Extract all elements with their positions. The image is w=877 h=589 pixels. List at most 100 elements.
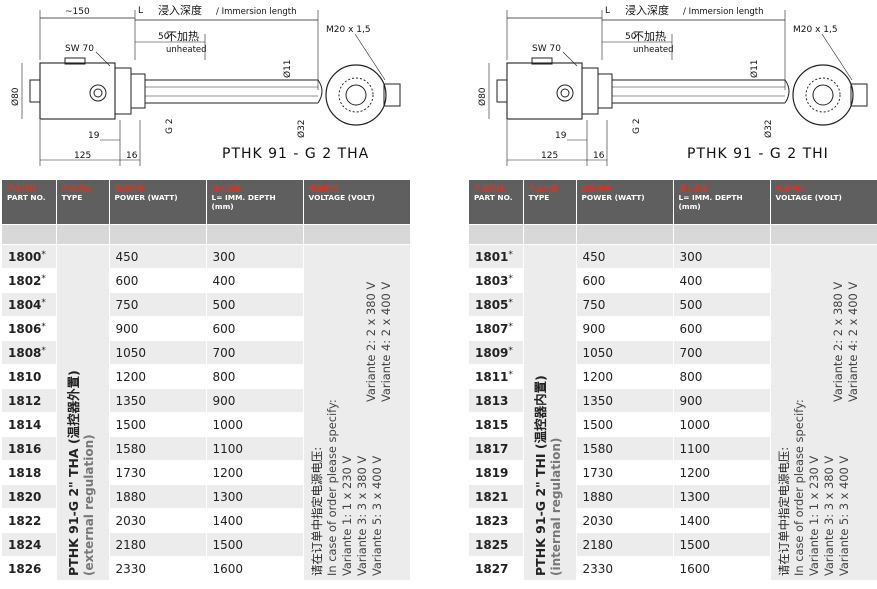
d80-label: Ø80 <box>10 87 21 106</box>
depth-cell: 800 <box>206 364 304 389</box>
part-number: 1817 <box>475 441 509 456</box>
band-cell <box>109 224 207 245</box>
part-number-cell: 1825 <box>469 532 524 557</box>
voltage-line: Variante 2: 2 x 380 V <box>830 281 845 402</box>
voltage-line: Variante 4: 2 x 400 V <box>378 281 393 402</box>
voltage-line: Variante 2: 2 x 380 V <box>363 281 378 402</box>
dim-19: 19 <box>88 131 100 141</box>
dim-l: L <box>605 6 610 16</box>
part-number: 1802 <box>8 273 42 288</box>
depth-cell: 1200 <box>673 460 771 485</box>
part-number: 1803 <box>475 273 509 288</box>
depth-cell: 500 <box>673 292 771 317</box>
part-number-cell: 1826 <box>2 556 57 580</box>
depth-cell: 1400 <box>673 508 771 533</box>
depth-cell: 300 <box>673 244 771 269</box>
power-cell: 900 <box>109 316 207 341</box>
part-number: 1822 <box>8 513 42 528</box>
depth-cell: 1300 <box>673 484 771 509</box>
part-number: 1815 <box>475 417 509 432</box>
stock-asterisk: * <box>508 249 513 260</box>
part-number: 1813 <box>475 393 509 408</box>
dim-l: L <box>138 6 143 16</box>
part-number: 1806 <box>8 321 42 336</box>
dim-50: 50 <box>625 32 637 42</box>
part-number-cell: 1811* <box>469 364 524 389</box>
power-cell: 600 <box>576 268 674 293</box>
part-number-cell: 1809* <box>469 340 524 365</box>
part-number-cell: 1808* <box>2 340 57 365</box>
power-cell: 1200 <box>576 364 674 389</box>
heater-spec-panel-thi: L 浸入深度 / Immersion length SW 70 50 不加热 u… <box>467 0 877 589</box>
stock-asterisk: * <box>508 297 513 308</box>
power-cell: 1050 <box>109 340 207 365</box>
dim-150: ~150 <box>65 7 90 17</box>
band-cell <box>56 224 110 245</box>
voltage-line: In case of order please specify: <box>791 399 806 576</box>
dim-125: 125 <box>541 151 558 161</box>
unheated-en: unheated <box>166 45 207 55</box>
stock-asterisk: * <box>41 321 46 332</box>
part-number: 1818 <box>8 465 42 480</box>
depth-cell: 1400 <box>206 508 304 533</box>
part-number-cell: 1804* <box>2 292 57 317</box>
power-cell: 2030 <box>109 508 207 533</box>
part-number-cell: 1818 <box>2 460 57 485</box>
band-cell <box>770 224 877 245</box>
immersion-en: / Immersion length <box>683 7 764 17</box>
power-cell: 1350 <box>109 388 207 413</box>
m20-label: M20 x 1,5 <box>793 25 838 35</box>
power-cell: 2330 <box>109 556 207 580</box>
d32-label: Ø32 <box>763 119 774 138</box>
part-number-cell: 1816 <box>2 436 57 461</box>
power-cell: 1500 <box>576 412 674 437</box>
part-number: 1811 <box>475 369 509 384</box>
voltage-line: 请在订单中指定电源电压: <box>776 446 791 576</box>
part-number-cell: 1822 <box>2 508 57 533</box>
model-title: PTHK 91 - G 2 THI <box>687 146 829 162</box>
depth-cell: 1100 <box>673 436 771 461</box>
power-cell: 450 <box>109 244 207 269</box>
header-band <box>2 224 411 245</box>
power-cell: 1880 <box>109 484 207 509</box>
part-number-cell: 1827 <box>469 556 524 580</box>
part-number: 1826 <box>8 561 42 576</box>
part-number: 1805 <box>475 297 509 312</box>
part-number-cell: 1803* <box>469 268 524 293</box>
part-number-cell: 1810 <box>2 364 57 389</box>
depth-cell: 900 <box>673 388 771 413</box>
power-cell: 1200 <box>109 364 207 389</box>
depth-cell: 400 <box>206 268 304 293</box>
power-cell: 900 <box>576 316 674 341</box>
band-cell <box>523 224 577 245</box>
stock-asterisk: * <box>41 249 46 260</box>
part-number: 1801 <box>475 249 509 264</box>
g2-label: G 2 <box>632 118 642 134</box>
voltage-cell: 请在订单中指定电源电压:In case of order please spec… <box>770 244 877 580</box>
type-cell: PTHK 91-G 2" THA (温控器外置)(external regula… <box>56 244 110 580</box>
dim-125: 125 <box>74 151 91 161</box>
part-number-cell: 1800* <box>2 244 57 269</box>
d32-label: Ø32 <box>296 119 307 138</box>
part-number-cell: 1813 <box>469 388 524 413</box>
